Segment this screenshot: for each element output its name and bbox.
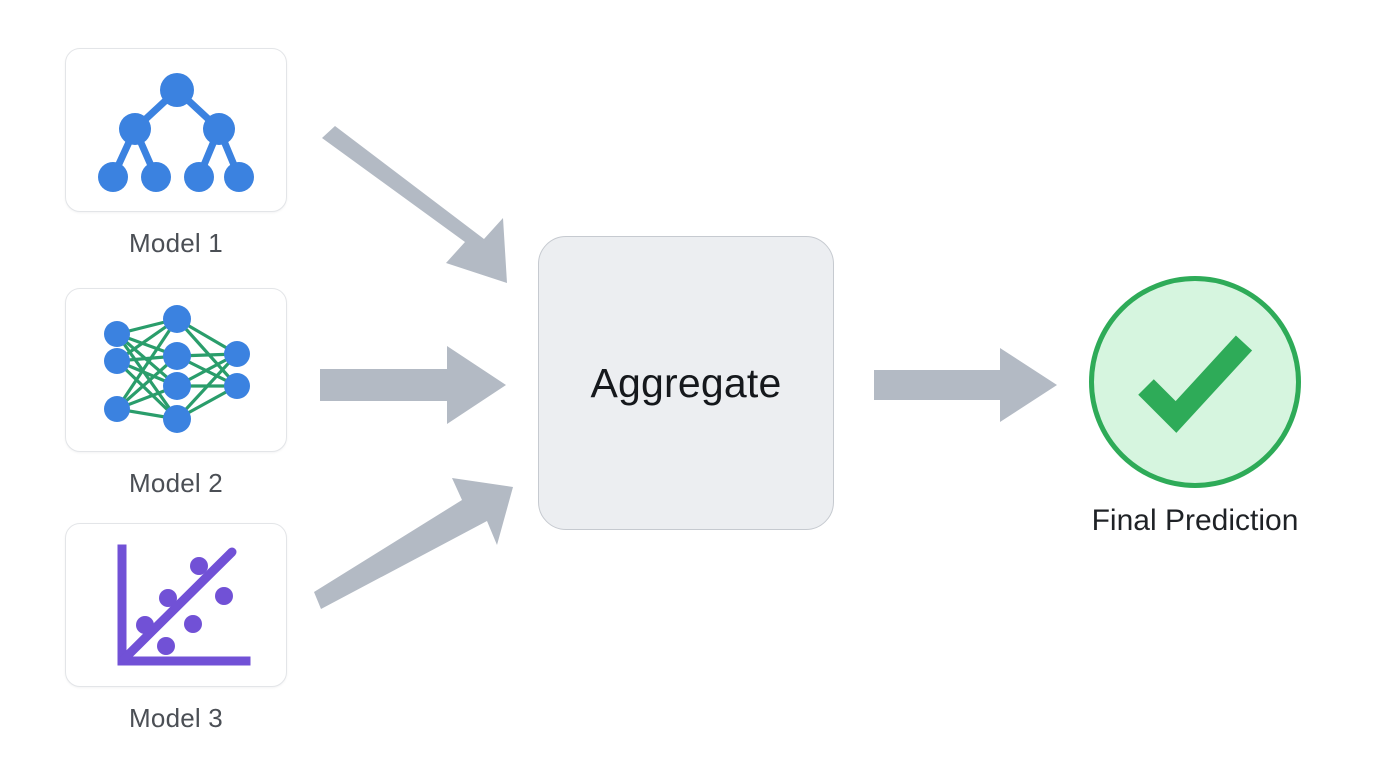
neural-network-icon <box>104 305 250 433</box>
aggregate-label: Aggregate <box>590 359 782 406</box>
final-prediction-label: Final Prediction <box>1091 504 1299 537</box>
model-3-label: Model 3 <box>129 703 223 733</box>
model-2-label: Model 2 <box>129 468 223 498</box>
aggregate-box[interactable]: Aggregate <box>538 236 834 530</box>
model-1-card[interactable] <box>65 48 287 212</box>
final-prediction-circle <box>1089 276 1301 488</box>
arrow-model-2-to-aggregate <box>320 346 506 424</box>
arrow-aggregate-to-final <box>874 348 1057 422</box>
arrow-model-1-to-aggregate <box>322 126 507 283</box>
model-node-2[interactable]: Model 2 <box>65 288 287 502</box>
scatter-plot-icon <box>117 544 251 666</box>
check-mark-icon <box>1138 335 1253 433</box>
model-3-card[interactable] <box>65 523 287 687</box>
arrow-model-3-to-aggregate <box>314 478 513 609</box>
model-1-label: Model 1 <box>129 228 223 258</box>
decision-tree-icon <box>98 73 254 192</box>
model-2-card[interactable] <box>65 288 287 452</box>
model-node-3[interactable]: Model 3 <box>65 523 287 737</box>
model-node-1[interactable]: Model 1 <box>65 48 287 262</box>
